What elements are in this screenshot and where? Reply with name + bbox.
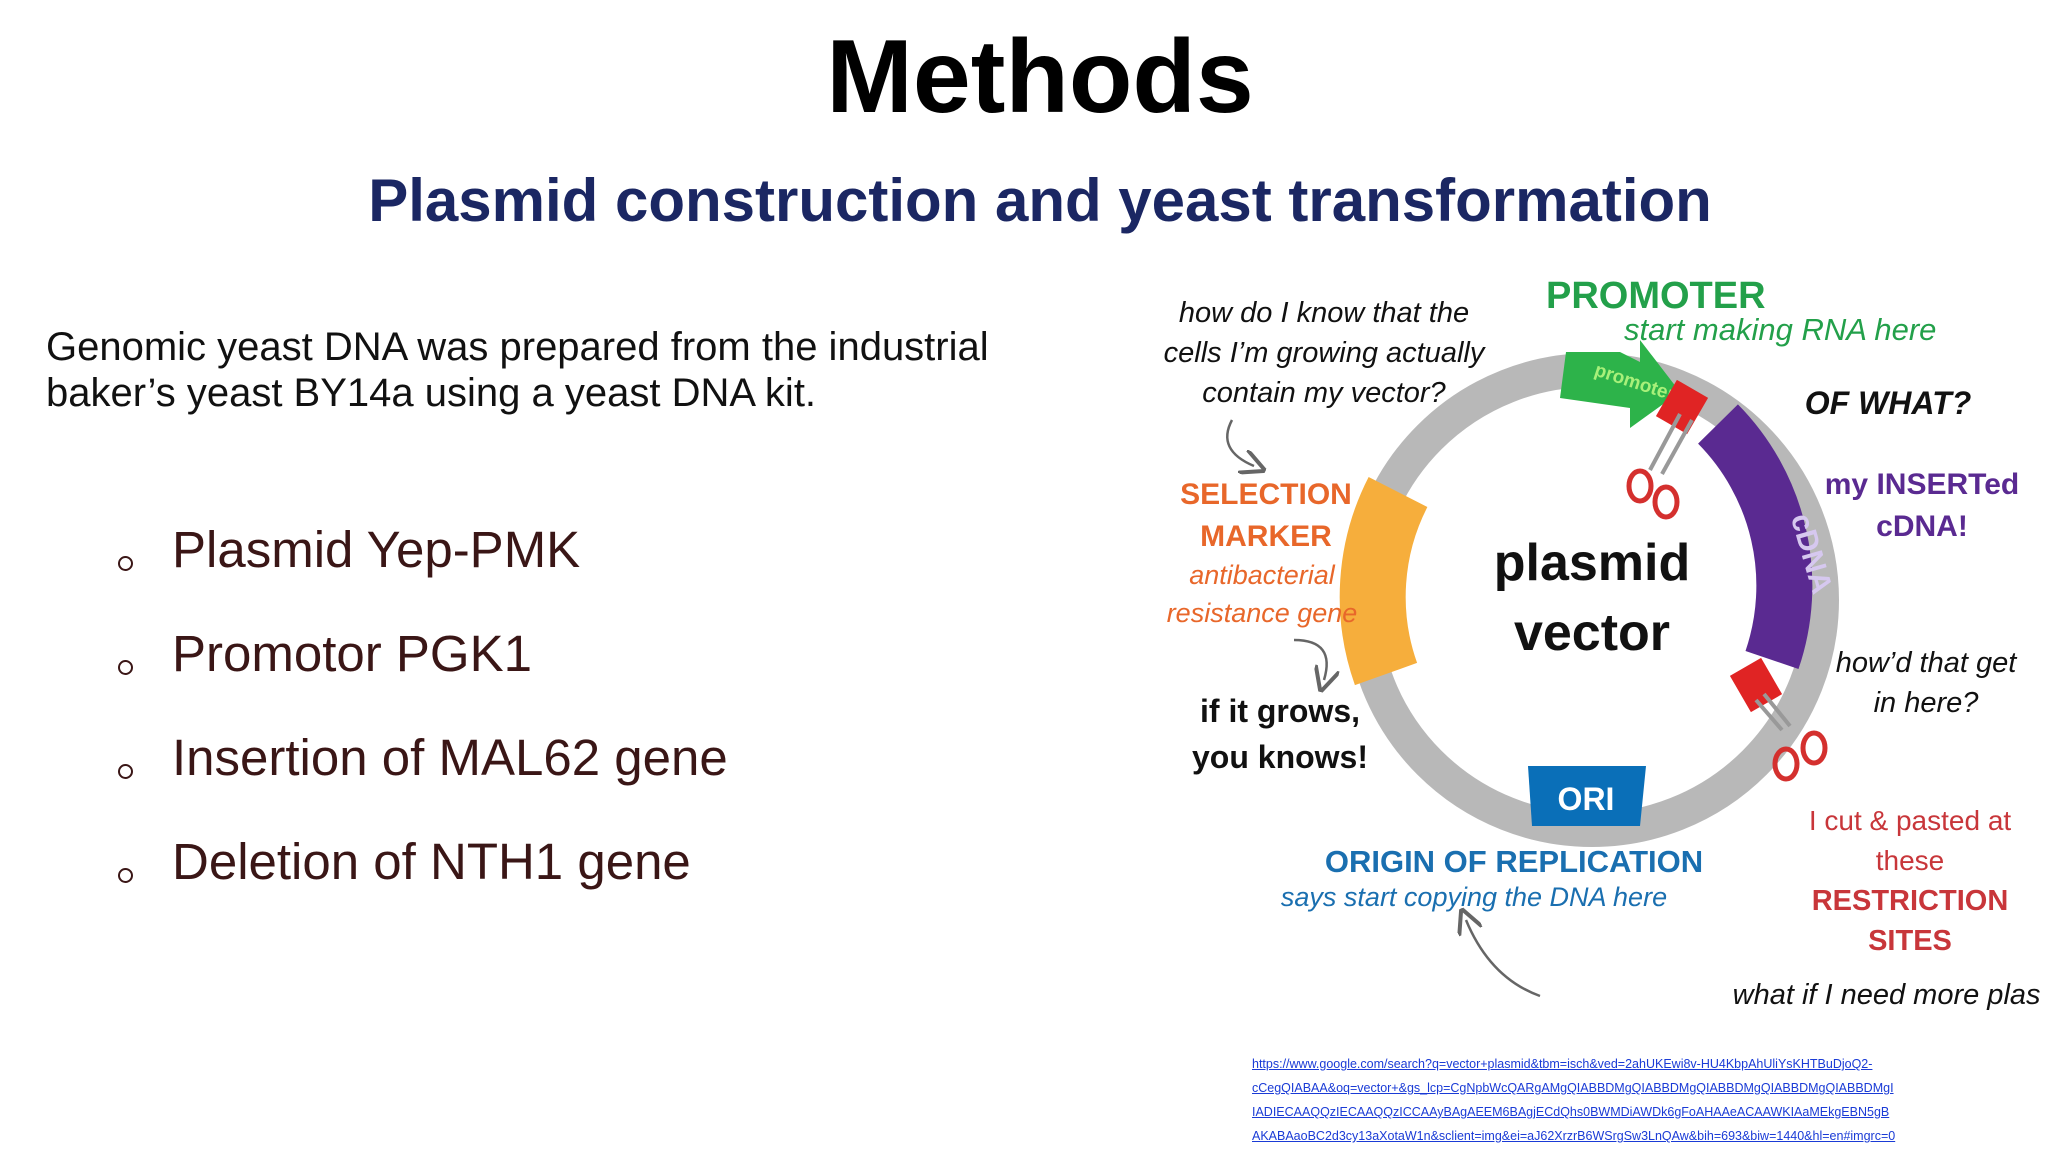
question-arrow bbox=[1226, 419, 1254, 466]
plasmid-vector-diagram: promoter cDNA ORI plasmid vector PROMOTE… bbox=[1164, 275, 2040, 1011]
slide-subtitle: Plasmid construction and yeast transform… bbox=[368, 167, 1712, 234]
slide-title: Methods bbox=[826, 19, 1254, 135]
selection-marker-segment bbox=[1339, 476, 1428, 686]
of-what-label: OF WHAT? bbox=[1805, 385, 1971, 421]
hollow-bullet-icon bbox=[118, 660, 133, 675]
bullet-item: Plasmid Yep-PMK bbox=[112, 520, 728, 624]
inserted-line-1: my INSERTed bbox=[1825, 468, 2020, 501]
cut-line-3: RESTRICTION bbox=[1812, 885, 2009, 917]
bullet-text: Insertion of MAL62 gene bbox=[172, 729, 728, 786]
ori-subtitle: says start copying the DNA here bbox=[1281, 882, 1667, 912]
grows-arrow bbox=[1293, 638, 1327, 680]
inserted-line-2: cDNA! bbox=[1876, 510, 1968, 543]
ori-segment bbox=[1528, 766, 1646, 826]
cut-line-2: these bbox=[1876, 845, 1945, 876]
more-plasmid-arrow bbox=[1466, 920, 1541, 998]
selection-line-4: resistance gene bbox=[1167, 598, 1358, 628]
hollow-bullet-icon bbox=[118, 556, 133, 571]
hollow-bullet-icon bbox=[118, 764, 133, 779]
bullet-item: Promotor PGK1 bbox=[112, 624, 728, 728]
question-line-2: cells I’m growing actually bbox=[1164, 337, 1486, 369]
source-link[interactable]: AKABAaoBC2d3cy13aXotaW1n&sclient=img&ei=… bbox=[1252, 1129, 1896, 1143]
bullet-item: Deletion of NTH1 gene bbox=[112, 832, 728, 936]
bullet-text: Plasmid Yep-PMK bbox=[172, 521, 581, 578]
cut-line-4: SITES bbox=[1868, 925, 1952, 957]
promoter-segment bbox=[1560, 340, 1680, 428]
promoter-subtitle: start making RNA here bbox=[1624, 312, 1936, 347]
ori-segment-label: ORI bbox=[1558, 781, 1615, 817]
howd-line-1: how’d that get bbox=[1836, 647, 2019, 679]
bullet-text: Deletion of NTH1 gene bbox=[172, 833, 691, 890]
question-line-3: contain my vector? bbox=[1202, 377, 1446, 409]
ori-title: ORIGIN OF REPLICATION bbox=[1325, 844, 1703, 879]
grows-line-2: you knows! bbox=[1192, 739, 1368, 775]
grows-line-1: if it grows, bbox=[1200, 693, 1360, 729]
bullet-text: Promotor PGK1 bbox=[172, 625, 532, 682]
plasmid-center-label: plasmid bbox=[1494, 534, 1691, 592]
selection-line-1: SELECTION bbox=[1180, 478, 1352, 511]
scissors-icon bbox=[1626, 413, 1694, 520]
scissors-icon bbox=[1754, 692, 1828, 782]
hollow-bullet-icon bbox=[118, 868, 133, 883]
more-plasmid-label: what if I need more plasmid? bbox=[1733, 979, 2040, 1011]
bullet-list: Plasmid Yep-PMK Promotor PGK1 Insertion … bbox=[112, 520, 728, 936]
source-link[interactable]: https://www.google.com/search?q=vector+p… bbox=[1252, 1057, 1873, 1071]
vector-center-label: vector bbox=[1514, 604, 1670, 662]
restriction-site-top bbox=[1655, 379, 1709, 435]
promoter-title: PROMOTER bbox=[1546, 275, 1766, 317]
source-link[interactable]: cCegQIABAA&oq=vector+&gs_lcp=CgNpbWcQARg… bbox=[1252, 1081, 1894, 1095]
selection-line-3: antibacterial bbox=[1189, 560, 1336, 590]
intro-text: Genomic yeast DNA was prepared from the … bbox=[46, 325, 989, 415]
bullet-item: Insertion of MAL62 gene bbox=[112, 728, 728, 832]
source-link[interactable]: IADIECAAQQzIECAAQQzICCAAyBAgAEEM6BAgjECd… bbox=[1252, 1105, 1890, 1119]
source-links: https://www.google.com/search?q=vector+p… bbox=[1252, 1052, 2042, 1148]
cut-line-1: I cut & pasted at bbox=[1809, 805, 2012, 836]
question-line-1: how do I know that the bbox=[1179, 297, 1469, 329]
selection-line-2: MARKER bbox=[1200, 520, 1332, 553]
cdna-segment bbox=[1697, 404, 1813, 670]
howd-line-2: in here? bbox=[1874, 687, 1980, 719]
